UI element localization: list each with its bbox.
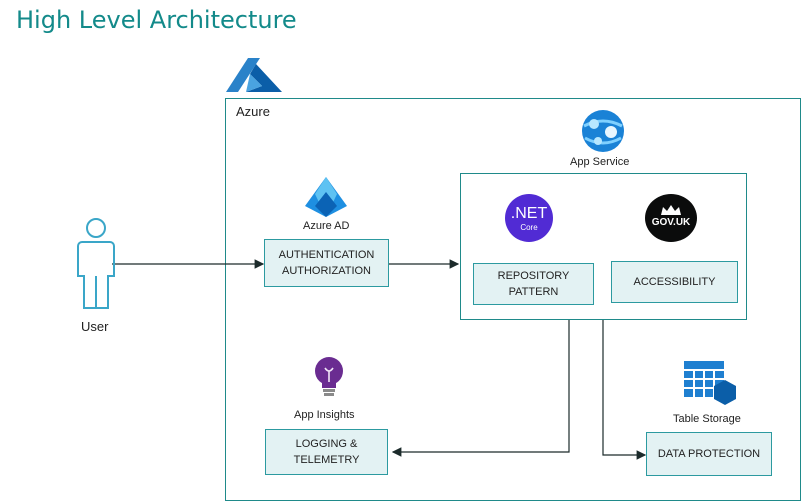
- azure-ad-label: Azure AD: [303, 220, 350, 232]
- dotnet-logo-main: .NET: [510, 205, 548, 222]
- repository-pattern-box: REPOSITORY PATTERN: [473, 263, 594, 305]
- data-protection-box: DATA PROTECTION: [646, 432, 772, 476]
- table-storage-label: Table Storage: [673, 413, 741, 425]
- auth-box-line2: AUTHORIZATION: [281, 265, 371, 277]
- app-insights-label: App Insights: [294, 409, 355, 421]
- user-icon: [77, 218, 115, 309]
- app-service-label: App Service: [570, 156, 630, 168]
- azure-logo-icon: [226, 58, 282, 92]
- repo-line1: REPOSITORY: [497, 270, 570, 282]
- auth-box-line1: AUTHENTICATION: [278, 249, 375, 261]
- govuk-logo-text: GOV.UK: [651, 217, 691, 228]
- user-label: User: [81, 319, 109, 334]
- dotnet-core-logo: .NET Core: [505, 194, 553, 242]
- auth-box: AUTHENTICATION AUTHORIZATION: [264, 239, 389, 287]
- crown-icon: [661, 205, 681, 215]
- app-service-icon: [582, 110, 624, 152]
- azure-ad-icon: [305, 177, 347, 217]
- page-title: High Level Architecture: [16, 6, 297, 34]
- dotnet-logo-sub: Core: [520, 223, 538, 232]
- govuk-logo: GOV.UK: [645, 194, 697, 242]
- app-to-logging-arrow: [391, 320, 570, 457]
- logging-telemetry-box: LOGGING & TELEMETRY: [265, 429, 388, 475]
- app-to-storage-arrow: [602, 320, 647, 460]
- accessibility-box: ACCESSIBILITY: [611, 261, 738, 303]
- table-storage-icon: [684, 361, 736, 405]
- logging-line2: TELEMETRY: [293, 454, 360, 466]
- logging-line1: LOGGING &: [295, 438, 358, 450]
- repo-line2: PATTERN: [508, 286, 559, 298]
- azure-label: Azure: [236, 104, 270, 119]
- accessibility-label: ACCESSIBILITY: [633, 276, 716, 288]
- data-protection-label: DATA PROTECTION: [657, 448, 761, 460]
- azure-boundary: [225, 98, 801, 501]
- lightbulb-icon: [315, 357, 343, 396]
